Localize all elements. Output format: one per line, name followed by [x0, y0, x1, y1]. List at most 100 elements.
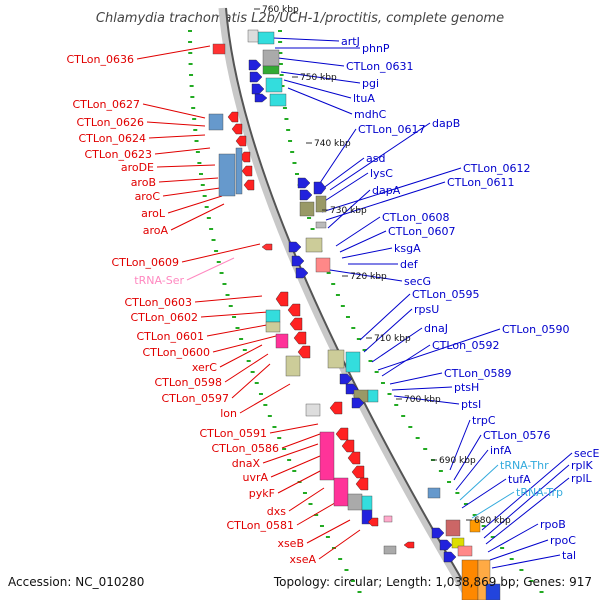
right-gene-label: mdhC — [354, 108, 387, 121]
left-gene-label: uvrA — [242, 471, 268, 484]
left-gene-label: CTLon_0602 — [130, 311, 198, 324]
guide-ring-tick — [362, 349, 367, 351]
right-leader-line — [359, 293, 411, 341]
gene-feature-block — [265, 77, 283, 93]
right-gene-label: dapB — [432, 117, 460, 130]
right-leader-line — [371, 327, 423, 363]
right-leader-line — [381, 344, 431, 377]
guide-ring-tick — [250, 371, 255, 373]
guide-ring-tick — [232, 316, 237, 318]
guide-ring-tick — [278, 41, 283, 43]
guide-ring-tick — [219, 272, 224, 274]
left-leader-line — [136, 45, 211, 60]
guide-ring-tick — [509, 558, 514, 560]
left-leader-line — [224, 353, 269, 383]
left-leader-line — [154, 147, 211, 155]
right-gene-label: ptsI — [461, 398, 481, 411]
left-leader-line — [186, 257, 235, 281]
guide-ring-tick — [192, 118, 197, 120]
left-gene-label: xerC — [192, 361, 217, 374]
left-gene-label: CTLon_0603 — [124, 296, 192, 309]
right-gene-label: lysC — [370, 167, 393, 180]
guide-ring-tick — [193, 129, 198, 131]
guide-ring-tick — [292, 162, 297, 164]
right-leader-line — [319, 172, 369, 205]
guide-ring-tick — [200, 184, 205, 186]
guide-ring-tick — [287, 459, 292, 461]
guide-ring-tick — [280, 85, 285, 87]
guide-ring-tick — [199, 173, 204, 175]
left-gene-label: pykF — [249, 487, 275, 500]
left-leader-line — [281, 433, 321, 449]
guide-ring-tick — [463, 503, 468, 505]
guide-ring-tick — [214, 250, 219, 252]
gene-arrow-reverse — [367, 517, 379, 527]
left-leader-line — [148, 134, 206, 139]
right-gene-label: trpC — [472, 414, 496, 427]
left-gene-label: CTLon_0581 — [226, 519, 294, 532]
guide-ring-tick — [272, 426, 277, 428]
right-gene-label: CTLon_0592 — [432, 339, 500, 352]
kbp-tick-label: 690 kbp — [439, 456, 476, 466]
guide-ring-tick — [500, 547, 505, 549]
kbp-tick-label: 700 kbp — [404, 395, 441, 405]
gene-feature-block — [285, 355, 301, 377]
left-leader-line — [239, 383, 291, 414]
right-gene-label: rplK — [571, 459, 594, 472]
gene-feature-block — [345, 351, 361, 373]
guide-ring-tick — [314, 514, 319, 516]
kbp-tick-label: 710 kbp — [374, 334, 411, 344]
gene-feature-block — [305, 237, 323, 253]
gene-feature-block — [315, 257, 331, 273]
guide-ring-tick — [423, 448, 428, 450]
guide-ring-tick — [284, 118, 289, 120]
guide-ring-tick — [380, 382, 385, 384]
right-gene-label: infA — [490, 444, 512, 457]
guide-ring-tick — [357, 591, 362, 593]
right-gene-label: tRNA-Thr — [500, 459, 549, 472]
guide-ring-tick — [294, 173, 299, 175]
guide-ring-tick — [455, 492, 460, 494]
right-gene-label: tRNA-Trp — [516, 486, 563, 499]
gene-feature-block — [367, 389, 379, 403]
left-gene-label: CTLon_0636 — [66, 53, 134, 66]
right-leader-line — [283, 79, 352, 99]
left-leader-line — [162, 187, 221, 197]
guide-ring-tick — [539, 591, 544, 593]
guide-ring-tick — [242, 349, 247, 351]
gene-feature-block — [262, 49, 280, 67]
left-gene-label: aroB — [131, 176, 156, 189]
left-leader-line — [200, 311, 269, 318]
guide-ring-tick — [340, 305, 345, 307]
guide-ring-tick — [239, 338, 244, 340]
right-gene-label: dapA — [372, 184, 401, 197]
right-gene-label: CTLon_0608 — [382, 211, 450, 224]
left-leader-line — [206, 323, 273, 337]
gene-feature-block — [208, 113, 224, 131]
gene-feature-block — [315, 195, 327, 213]
right-gene-label: CTLon_0631 — [346, 60, 414, 73]
gene-arrow-reverse — [235, 135, 247, 147]
guide-ring-tick — [254, 382, 259, 384]
right-gene-label: tal — [562, 549, 576, 562]
guide-ring-tick — [282, 107, 287, 109]
gene-feature-block — [265, 321, 281, 333]
gene-arrow-reverse — [227, 111, 239, 123]
gene-feature-block — [235, 147, 243, 195]
guide-ring-tick — [308, 503, 313, 505]
left-leader-line — [318, 529, 361, 560]
label-leader-lines — [136, 37, 573, 569]
right-leader-line — [329, 269, 403, 282]
gene-feature-block — [257, 31, 275, 45]
gene-feature-block — [275, 333, 289, 349]
kbp-tick-label: 750 kbp — [300, 73, 337, 83]
gene-feature-block — [427, 487, 441, 499]
guide-ring-tick — [292, 470, 297, 472]
right-gene-label: dnaJ — [424, 322, 448, 335]
right-leader-line — [389, 372, 443, 385]
gene-arrow-forward — [248, 59, 262, 71]
right-gene-label: CTLon_0589 — [444, 367, 512, 380]
right-gene-label: CTLon_0590 — [502, 323, 570, 336]
gene-arrow-reverse — [341, 439, 355, 453]
